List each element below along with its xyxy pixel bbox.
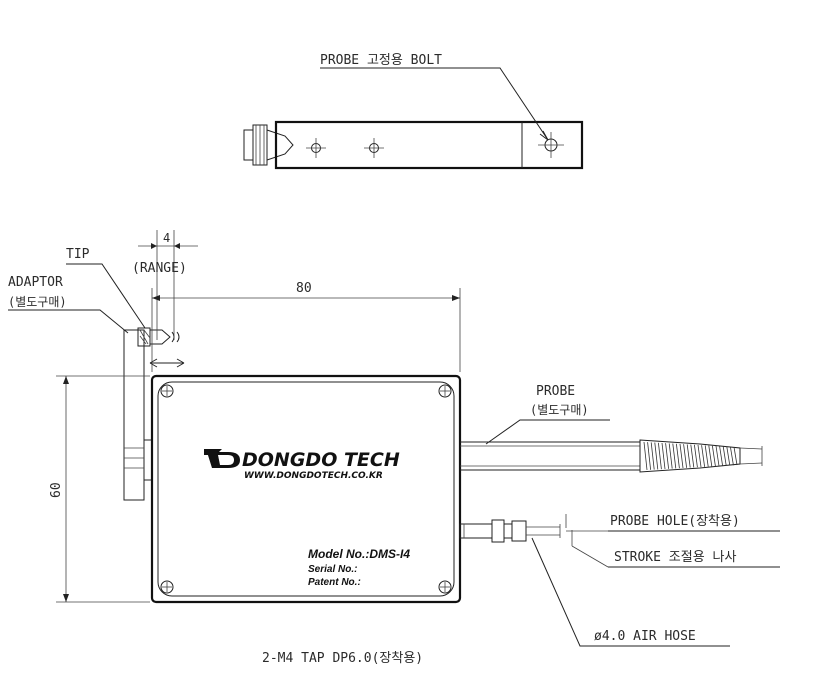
- range-arrow: [149, 358, 185, 368]
- dim-range: [138, 230, 198, 340]
- brand-url: WWW.DONGDOTECH.CO.KR: [244, 471, 383, 481]
- top-tip: [266, 129, 294, 161]
- tip: [150, 329, 171, 345]
- serial-number: Serial No.:: [308, 564, 357, 575]
- dim-range-value: 4: [163, 231, 170, 245]
- range-label: (RANGE): [132, 261, 187, 276]
- probe-label: PROBE: [536, 384, 575, 399]
- air-hose-label: ø4.0 AIR HOSE: [594, 629, 696, 644]
- patent-number: Patent No.:: [308, 577, 361, 588]
- corner-screw-tr: [438, 384, 452, 398]
- sensor-cover: [157, 381, 455, 597]
- adaptor-plate: [123, 329, 145, 501]
- corner-screw-tl: [160, 384, 174, 398]
- dim-width-value: 80: [296, 281, 312, 296]
- probe-note: (별도구매): [530, 403, 589, 417]
- probe-hole-label: PROBE HOLE(장착용): [610, 514, 740, 529]
- corner-screw-bl: [160, 580, 174, 594]
- probe-bolt-label: PROBE 고정용 BOLT: [320, 53, 442, 68]
- dim-height-value: 60: [49, 482, 64, 498]
- stroke-label: STROKE 조절용 나사: [614, 550, 736, 565]
- tip-label: TIP: [66, 247, 90, 262]
- dim-width: [151, 288, 461, 372]
- tip-leader: [66, 263, 146, 329]
- probe-bolt-leader: [320, 67, 549, 141]
- tip-holder: [137, 327, 151, 347]
- top-view: [243, 67, 584, 170]
- probe: [460, 439, 741, 473]
- top-knob-outer: [243, 129, 254, 161]
- probe-leader: [485, 419, 610, 445]
- air-fitting: [459, 514, 573, 546]
- probe-spring: [643, 441, 738, 471]
- dim-height: [56, 375, 150, 603]
- top-body: [274, 120, 584, 170]
- corner-screw-br: [438, 580, 452, 594]
- dongdo-logo-icon: [204, 449, 240, 468]
- adaptor-note: (별도구매): [8, 295, 67, 309]
- model-number: Model No.:DMS-I4: [308, 547, 410, 561]
- air-hose-leader: [531, 537, 730, 647]
- brand-name: DONGDO TECH: [242, 449, 400, 471]
- tap-label: 2-M4 TAP DP6.0(장착용): [262, 651, 423, 666]
- front-view: [8, 230, 780, 647]
- adaptor-label: ADAPTOR: [8, 275, 63, 290]
- adaptor-leader: [8, 309, 129, 334]
- sensor-body: [150, 374, 462, 604]
